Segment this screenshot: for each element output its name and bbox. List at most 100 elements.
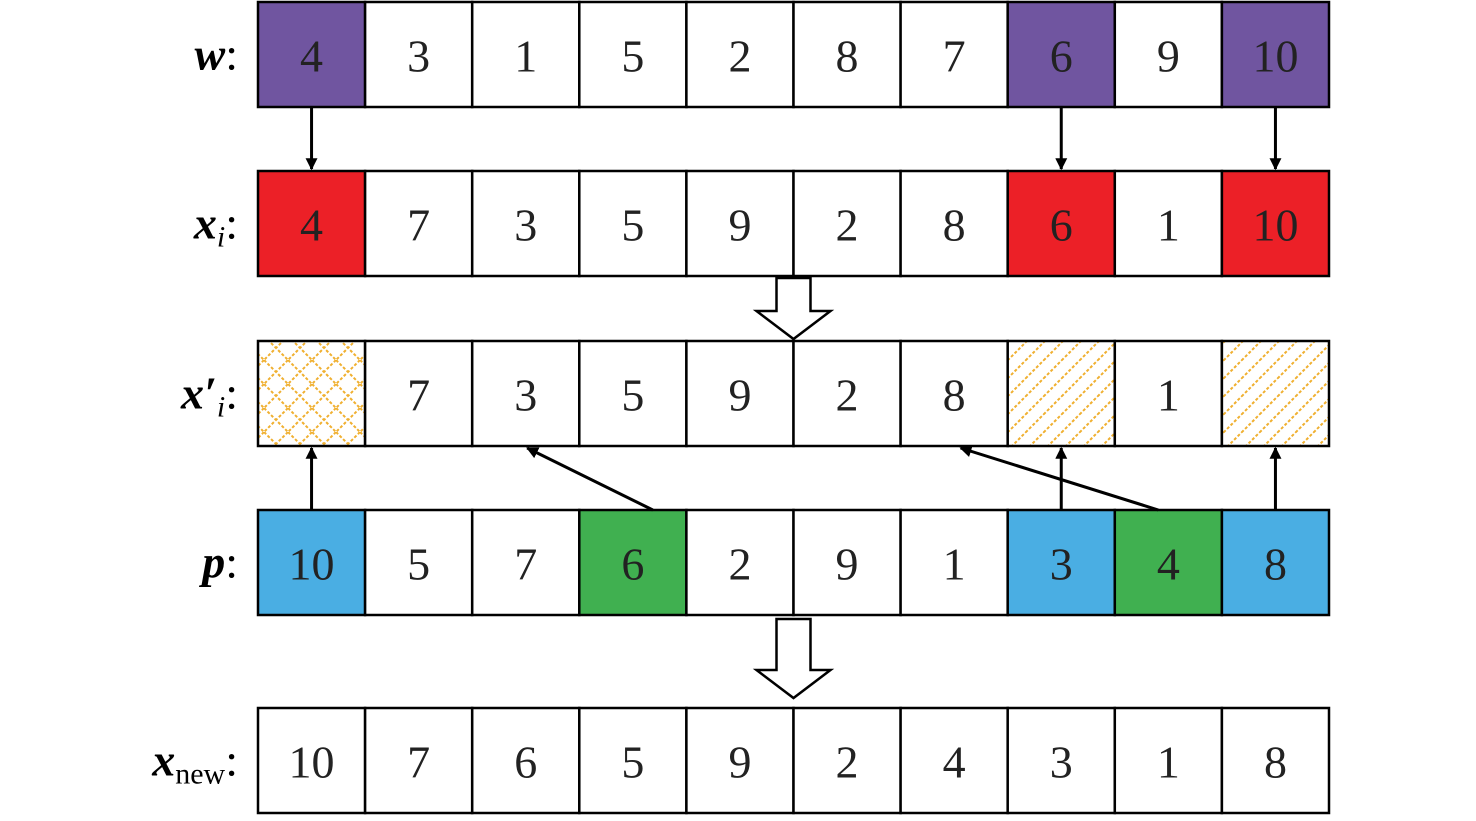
cell-box [470, 706, 581, 815]
cell-box [1220, 169, 1331, 278]
cell-box [578, 706, 688, 815]
cell-w-8: 6 [1006, 0, 1117, 109]
cell-w-9: 9 [1113, 0, 1224, 109]
row-label-prime: ′ [204, 368, 217, 419]
row-label-subscript: i [217, 391, 225, 424]
cell-xnew-5: 9 [685, 706, 795, 815]
cell-box [470, 0, 581, 109]
cell-value: 8 [943, 200, 966, 251]
cell-xi-4: 5 [578, 169, 688, 278]
cell-p-7: 1 [899, 508, 1009, 617]
cell-xnew-6: 2 [792, 706, 902, 815]
cell-value: 7 [514, 539, 537, 590]
cell-xi-5: 9 [685, 169, 795, 278]
cell-xnew-9: 1 [1113, 706, 1224, 815]
cell-xi-prime-1 [256, 339, 367, 448]
arrow-p6-to-xiprime-3 [526, 446, 654, 512]
cell-box [1006, 339, 1117, 448]
cell-value: 5 [621, 370, 644, 421]
cell-xnew-4: 5 [578, 706, 688, 815]
row-label-xi-prime: x′i: [180, 368, 238, 424]
cell-value: 6 [621, 539, 644, 590]
cell-box [1220, 0, 1331, 109]
cell-xi-prime-7: 8 [899, 339, 1009, 448]
cell-xnew-1: 10 [256, 706, 367, 815]
cell-xi-prime-6: 2 [792, 339, 902, 448]
cell-xnew-7: 4 [899, 706, 1009, 815]
cell-value: 3 [407, 31, 430, 82]
cell-value: 4 [300, 31, 323, 82]
cell-w-10: 10 [1220, 0, 1331, 109]
row-label-colon: : [225, 735, 238, 786]
cell-box [899, 0, 1009, 109]
cell-box [578, 169, 688, 278]
cell-value: 10 [289, 539, 335, 590]
cell-value: 6 [1050, 31, 1073, 82]
cell-value: 3 [514, 370, 537, 421]
cell-w-3: 1 [470, 0, 581, 109]
cell-value: 9 [836, 539, 859, 590]
cell-box [363, 339, 474, 448]
row-label-xi: xi: [193, 198, 238, 254]
cell-value: 8 [1264, 737, 1287, 788]
cell-value: 4 [1157, 539, 1180, 590]
cell-xi-6: 2 [792, 169, 902, 278]
cell-box [792, 0, 902, 109]
cell-w-1: 4 [256, 0, 367, 109]
cell-p-3: 7 [470, 508, 581, 617]
cell-box [363, 169, 474, 278]
cell-p-9: 4 [1113, 508, 1224, 617]
cell-p-5: 2 [685, 508, 795, 617]
cell-w-5: 2 [685, 0, 795, 109]
cell-value: 7 [943, 31, 966, 82]
cell-value: 1 [1157, 200, 1180, 251]
cell-xi-2: 7 [363, 169, 474, 278]
cell-box [470, 339, 581, 448]
row-label-symbol: p [198, 537, 225, 588]
cell-value: 10 [289, 737, 335, 788]
cell-box [899, 508, 1009, 617]
cell-box [1113, 0, 1224, 109]
cell-box [1113, 339, 1224, 448]
cell-value: 2 [728, 539, 751, 590]
cell-value: 10 [1252, 31, 1298, 82]
cell-xi-3: 3 [470, 169, 581, 278]
cell-box [256, 339, 367, 448]
cell-value: 9 [728, 370, 751, 421]
cell-box [1006, 0, 1117, 109]
cell-p-4: 6 [578, 508, 688, 617]
row-label-colon: : [225, 29, 238, 80]
cell-p-2: 5 [363, 508, 474, 617]
cell-value: 1 [514, 31, 537, 82]
cell-p-1: 10 [256, 508, 367, 617]
cell-value: 1 [1157, 737, 1180, 788]
cell-box [685, 706, 795, 815]
cell-value: 2 [728, 31, 751, 82]
cell-value: 7 [407, 200, 430, 251]
cell-value: 6 [1050, 200, 1073, 251]
cell-box [1113, 508, 1224, 617]
cell-xnew-8: 3 [1006, 706, 1117, 815]
cell-value: 1 [1157, 370, 1180, 421]
cell-xi-8: 6 [1006, 169, 1117, 278]
cell-value: 5 [621, 200, 644, 251]
cell-box [792, 169, 902, 278]
cell-box [363, 508, 474, 617]
cell-value: 2 [836, 200, 859, 251]
row-label-colon: : [225, 198, 238, 249]
cell-xi-prime-4: 5 [578, 339, 688, 448]
cell-value: 8 [943, 370, 966, 421]
row-label-subscript: new [175, 758, 225, 791]
arrows-layer [305, 107, 1282, 700]
cell-w-4: 5 [578, 0, 688, 109]
row-label-symbol: w [195, 29, 226, 80]
row-label-xnew: xnew: [151, 735, 238, 791]
cell-xnew-2: 7 [363, 706, 474, 815]
block-arrow-xi-to-xiprime [752, 276, 835, 341]
cell-value: 8 [836, 31, 859, 82]
cell-value: 9 [728, 200, 751, 251]
